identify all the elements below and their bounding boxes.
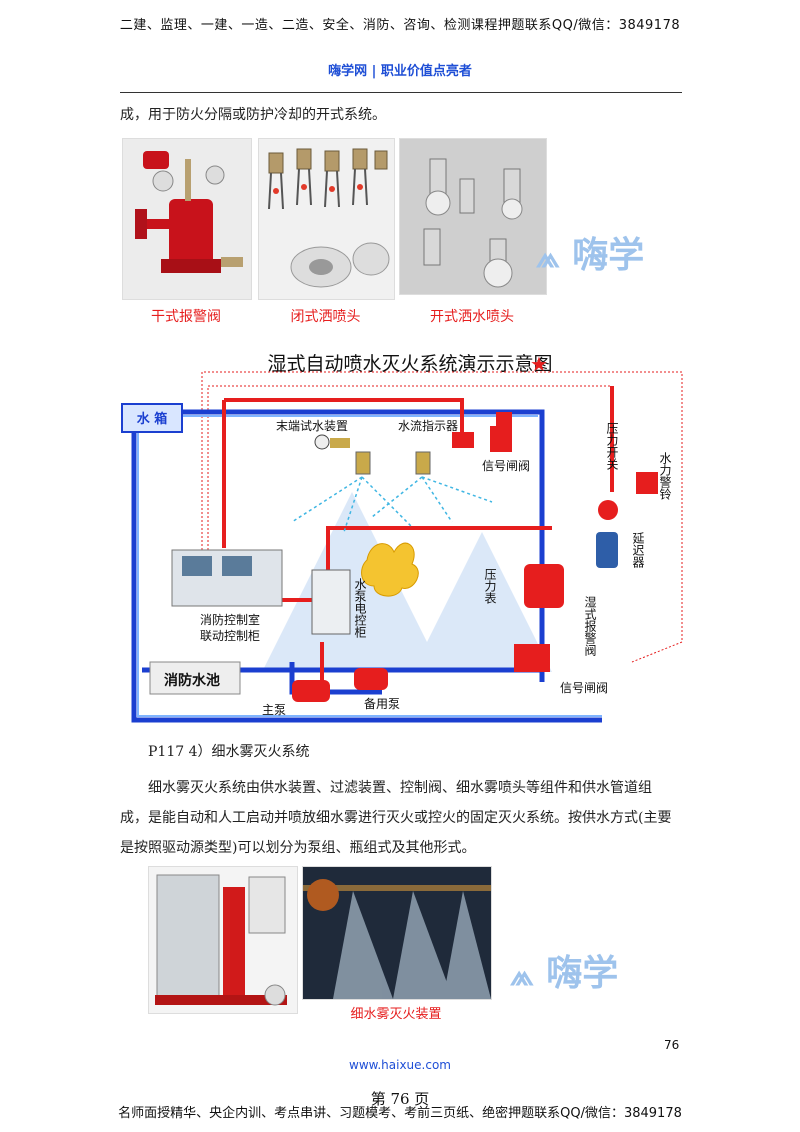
mist-unit-photo	[148, 866, 298, 1014]
label-standby-pump: 备用泵	[364, 697, 400, 711]
watermark-logo: ⩕ 嗨学	[536, 235, 645, 276]
label-pressure-gauge: 压力表	[483, 568, 497, 604]
label-wet-alarm-valve: 湿式报警阀	[583, 595, 597, 657]
label-pump-cabinet: 水泵电控柜	[353, 578, 367, 638]
header-divider	[120, 92, 682, 93]
sprinkler-system-diagram: 湿式自动喷水灭火系统演示示意图 ★	[112, 342, 692, 732]
page-number: 76	[664, 1038, 680, 1052]
label-signal-valve-bottom: 信号闸阀	[560, 681, 608, 695]
label-water-bell: 水力警铃	[658, 452, 672, 500]
diagram-title: 湿式自动喷水灭火系统演示示意图	[267, 353, 552, 375]
footer-contact-line: 名师面授精华、央企内训、考点串讲、习题模考、考前三页纸、绝密押题联系QQ/微信：…	[118, 1106, 682, 1121]
open-sprinkler-photo	[399, 138, 547, 295]
label-water-tank: 水 箱	[137, 411, 168, 427]
section-para-line-3: 是按照驱动源类型)可以划分为泵组、瓶组式及其他形式。	[120, 840, 476, 856]
section-para-line-1: 细水雾灭火系统由供水装置、过滤装置、控制阀、细水雾喷头等组件和供水管道组	[148, 780, 652, 796]
label-main-pump: 主泵	[262, 703, 286, 717]
footer-url-link[interactable]: www.haixue.com	[349, 1058, 451, 1072]
page-label: 第 76 页	[370, 1090, 430, 1108]
label-flow-indicator: 水流指示器	[398, 418, 458, 433]
section-para-line-2: 成，是能自动和人工启动并喷放细水雾进行灭火或控火的固定灭火系统。按供水方式(主要	[120, 810, 672, 826]
caption-closed-sprinkler: 闭式洒喷头	[290, 309, 361, 325]
caption-open-sprinkler: 开式洒水喷头	[430, 309, 514, 325]
header-contact-line: 二建、监理、一建、一造、二造、安全、消防、咨询、检测课程押题联系QQ/微信：38…	[119, 18, 681, 33]
caption-mist-device: 细水雾灭火装置	[350, 1007, 442, 1022]
intro-text: 成，用于防火分隔或防护冷却的开式系统。	[120, 107, 386, 123]
label-pressure-switch: 压力开关	[605, 422, 619, 470]
label-control-cabinet-2: 联动控制柜	[200, 629, 260, 643]
header-brand[interactable]: 嗨学网 | 职业价值点亮者	[328, 64, 472, 79]
dry-alarm-valve-photo	[122, 138, 252, 300]
label-delayer: 延迟器	[631, 532, 645, 569]
watermark-logo-2: ⩕ 嗨学	[510, 953, 619, 994]
label-end-test: 末端试水装置	[276, 418, 348, 433]
mist-spray-photo	[302, 866, 492, 1000]
caption-dry-alarm-valve: 干式报警阀	[151, 309, 221, 325]
closed-sprinkler-photo	[258, 138, 395, 300]
label-control-cabinet-1: 消防控制室	[200, 612, 260, 627]
label-signal-valve-top: 信号闸阀	[482, 459, 530, 473]
section-heading: P117 4）细水雾灭火系统	[148, 744, 310, 760]
label-pool: 消防水池	[164, 672, 220, 689]
diagram-title-star: ★	[530, 352, 548, 376]
